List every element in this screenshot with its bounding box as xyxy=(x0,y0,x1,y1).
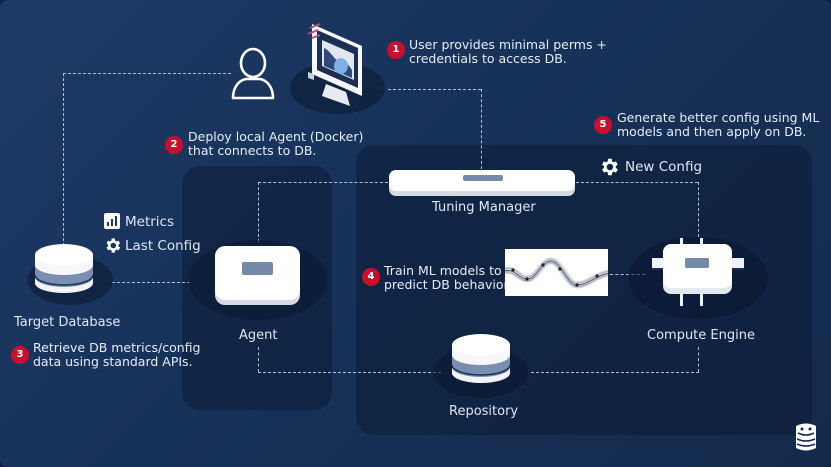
connector-manager-compute-v xyxy=(698,182,699,237)
compute-engine-node[interactable] xyxy=(652,238,744,306)
step-badge-3: 3 xyxy=(11,346,29,364)
connector-user-db xyxy=(63,73,231,74)
target-database-icon[interactable] xyxy=(33,241,95,299)
connector-repo-compute xyxy=(531,372,699,373)
connector-agent-repo-v xyxy=(258,347,259,372)
ml-model-chart-image xyxy=(505,249,608,296)
ottertune-logo-icon xyxy=(794,422,818,452)
metrics-label: Metrics xyxy=(125,214,175,230)
tuning-manager-label: Tuning Manager xyxy=(432,200,536,215)
agent-label: Agent xyxy=(239,328,278,343)
step-badge-5: 5 xyxy=(594,116,612,134)
step-badge-2: 2 xyxy=(165,136,183,154)
step-1-line-2: credentials to access DB. xyxy=(409,51,567,66)
connector-agent-manager xyxy=(258,182,388,183)
step-3-line-2: data using standard APIs. xyxy=(33,354,193,369)
connector-user-db-v xyxy=(63,73,64,246)
step-4-line-1: Train ML models to xyxy=(384,263,502,278)
connector-agent-repo xyxy=(258,372,441,373)
step-badge-4: 4 xyxy=(362,268,380,286)
connector-chart-compute xyxy=(610,274,645,275)
compute-engine-label: Compute Engine xyxy=(647,328,755,343)
step-2-line-2: that connects to DB. xyxy=(188,143,317,158)
step-5-line-1: Generate better config using ML xyxy=(617,110,820,125)
connector-repo-compute-v xyxy=(698,347,699,372)
target-database-label: Target Database xyxy=(14,315,121,330)
last-config-label: Last Config xyxy=(125,238,201,254)
step-4-line-2: predict DB behavior. xyxy=(384,277,512,292)
step-1-line-1: User provides minimal perms + xyxy=(409,37,607,52)
repository-label: Repository xyxy=(449,404,519,419)
monitor-icon xyxy=(300,14,380,110)
connector-agent-manager-v xyxy=(258,182,259,242)
new-config-gear-icon xyxy=(598,156,620,178)
step-3-line-1: Retrieve DB metrics/config xyxy=(33,340,201,355)
step-5-line-2: models and then apply on DB. xyxy=(617,124,807,139)
repository-icon[interactable] xyxy=(450,331,512,389)
connector-db-agent xyxy=(112,282,190,283)
step-badge-1: 1 xyxy=(387,41,405,59)
user-icon xyxy=(228,46,278,102)
connector-monitor-manager-v xyxy=(481,89,482,169)
step-2-line-1: Deploy local Agent (Docker) xyxy=(188,129,364,144)
metrics-bar-chart-icon xyxy=(104,213,120,229)
last-config-gear-icon xyxy=(103,236,122,255)
tuning-manager-slot xyxy=(463,175,503,181)
agent-slot xyxy=(242,262,273,275)
connector-manager-compute xyxy=(576,182,698,183)
new-config-label: New Config xyxy=(625,159,703,175)
connector-monitor-manager xyxy=(388,89,481,90)
